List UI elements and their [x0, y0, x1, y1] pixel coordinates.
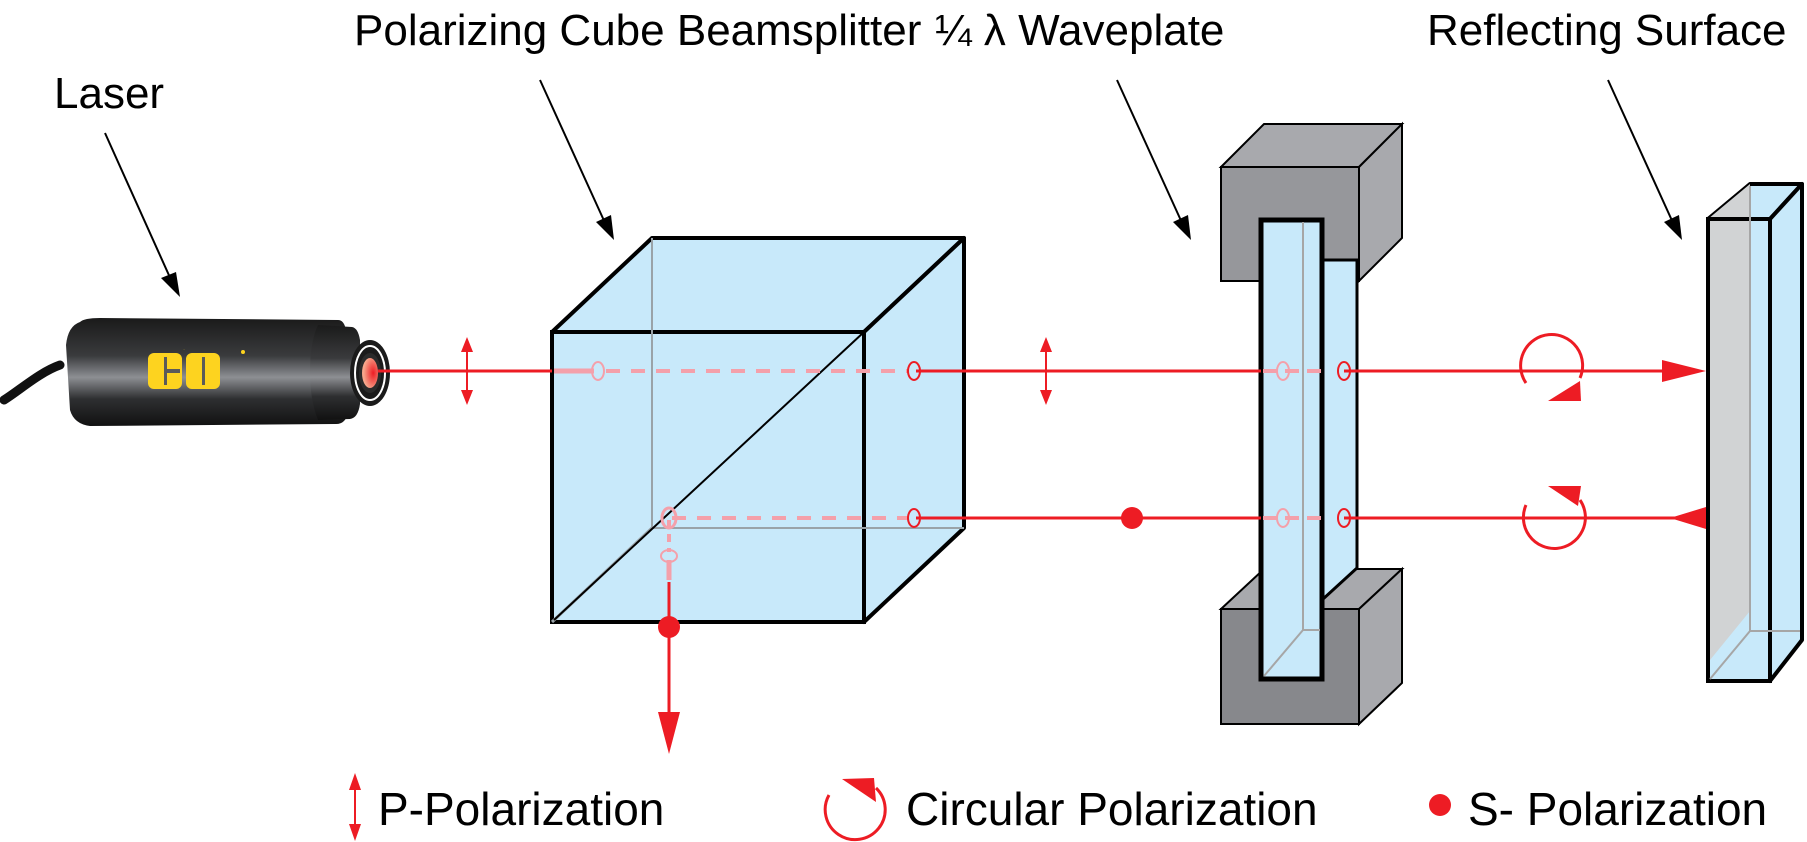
- beam-arrowhead-return-icon: [1670, 507, 1706, 529]
- waveplate-front: [1258, 217, 1325, 682]
- beam-paths: [378, 360, 1706, 754]
- legend-label-p: P-Polarization: [378, 783, 664, 835]
- labels: Laser Polarizing Cube Beamsplitter ¼ λ W…: [54, 6, 1787, 118]
- label-beamsplitter: Polarizing Cube Beamsplitter: [354, 6, 921, 55]
- quarter-waveplate: [1218, 121, 1405, 727]
- beam-arrowhead-forward-icon: [1662, 360, 1706, 382]
- polarizing-cube-beamsplitter: [550, 236, 966, 624]
- label-waveplate: ¼ λ Waveplate: [935, 6, 1224, 55]
- laser-pointer-arrow-icon: [104, 132, 180, 297]
- p-polarization-marker-icon: [461, 337, 473, 405]
- laser-logo-text: EO: [183, 349, 185, 351]
- circular-polarization-marker-icon: [1519, 333, 1585, 401]
- legend-item-p: P-Polarization: [349, 773, 664, 841]
- laser-collar: [310, 325, 360, 420]
- label-laser: Laser: [54, 69, 164, 118]
- legend-label-s: S- Polarization: [1468, 783, 1767, 835]
- polarization-markers: [461, 333, 1587, 638]
- laser-aperture: [350, 340, 390, 406]
- p-polarization-marker-icon: [1040, 337, 1052, 405]
- s-polarization-marker-icon: [658, 616, 680, 638]
- reflecting-surface: [1706, 182, 1804, 683]
- waveplate-side: [1320, 258, 1359, 604]
- legend-label-circular: Circular Polarization: [906, 783, 1318, 835]
- s-polarization-marker-icon: [1121, 507, 1143, 529]
- legend-item-s: S- Polarization: [1429, 783, 1767, 835]
- beam-arrowhead-down-icon: [658, 712, 680, 754]
- circular-polarization-marker-icon: [1521, 486, 1587, 550]
- label-pointers: [104, 79, 1682, 297]
- laser-logo: EO: [148, 349, 245, 389]
- cube-hypotenuse: [553, 331, 865, 621]
- beamsplitter-pointer-arrow-icon: [539, 79, 614, 240]
- legend-item-circular: Circular Polarization: [823, 778, 1318, 842]
- s-polarization-dot-icon: [1429, 794, 1451, 816]
- mirror-side: [1768, 182, 1804, 683]
- p-polarization-arrow-icon: [349, 773, 361, 841]
- laser: EO: [0, 318, 390, 426]
- label-reflector: Reflecting Surface: [1427, 6, 1787, 55]
- circular-polarization-icon: [823, 778, 887, 842]
- waveplate-pointer-arrow-icon: [1116, 79, 1191, 240]
- laser-cable: [0, 360, 65, 405]
- legend: P-Polarization Circular Polarization S- …: [349, 773, 1767, 842]
- reflector-pointer-arrow-icon: [1607, 79, 1682, 240]
